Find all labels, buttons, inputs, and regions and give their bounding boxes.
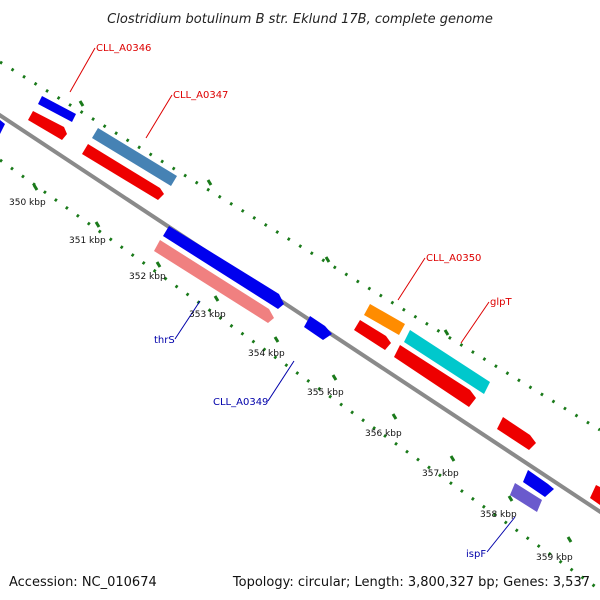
feature-left-edge[interactable] xyxy=(0,120,5,134)
gene-label-thrs[interactable]: thrS xyxy=(154,335,175,346)
gene-label-ispf[interactable]: ispF xyxy=(466,549,486,560)
feature-gene-cll-a0346[interactable] xyxy=(28,96,76,140)
gene-label-cll-a0346[interactable]: CLL_A0346 xyxy=(96,43,151,54)
gene-label-cll-a0350[interactable]: CLL_A0350 xyxy=(426,253,481,264)
tick-label: 355 kbp xyxy=(307,388,344,398)
feature-gene-thrs[interactable] xyxy=(154,226,284,323)
tick-label: 353 kbp xyxy=(189,310,226,320)
tick-label: 356 kbp xyxy=(365,429,402,439)
tick-label: 359 kbp xyxy=(536,553,573,563)
label-leader-lines xyxy=(69,47,516,553)
feature-gene-cll-a0347[interactable] xyxy=(82,128,177,200)
feature-red-right-edge[interactable] xyxy=(590,485,600,505)
tick-label: 352 kbp xyxy=(129,272,166,282)
feature-gene-cll-a0350[interactable] xyxy=(354,304,405,350)
gene-label-cll-a0349[interactable]: CLL_A0349 xyxy=(213,397,268,408)
tick-marks xyxy=(32,100,573,543)
tick-label: 350 kbp xyxy=(9,198,46,208)
outer-dotted-track xyxy=(0,60,600,432)
tick-label: 354 kbp xyxy=(248,349,285,359)
accession-text: Accession: NC_010674 xyxy=(9,575,157,590)
tick-label: 357 kbp xyxy=(422,469,459,479)
map-title: Clostridium botulinum B str. Eklund 17B,… xyxy=(107,12,493,27)
gene-label-cll-a0347[interactable]: CLL_A0347 xyxy=(173,90,228,101)
feature-gene-glpt[interactable] xyxy=(394,330,490,407)
feature-red-after-glpt[interactable] xyxy=(497,417,536,450)
feature-gene-ispf[interactable] xyxy=(510,470,554,512)
feature-gene-cll-a0349[interactable] xyxy=(304,316,332,340)
inner-dotted-track xyxy=(0,158,600,592)
genome-summary-text: Topology: circular; Length: 3,800,327 bp… xyxy=(232,575,590,590)
tick-label: 358 kbp xyxy=(480,510,517,520)
gene-label-glpt[interactable]: glpT xyxy=(490,297,512,308)
tick-label: 351 kbp xyxy=(69,236,106,246)
genome-backbone xyxy=(0,112,600,515)
